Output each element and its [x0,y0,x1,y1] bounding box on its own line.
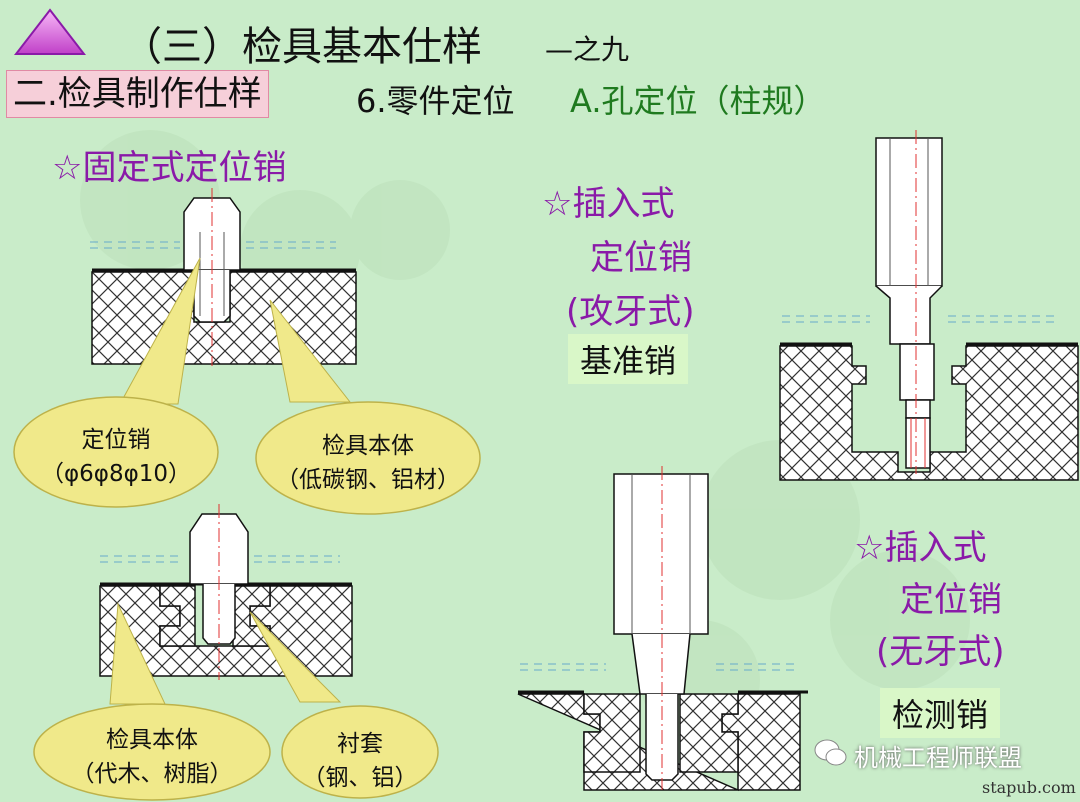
inspection-pin-tag: 检测销 [880,688,1001,738]
page-title-suffix: —之九 [545,33,630,66]
page-title: （三）检具基本仕样 [122,24,482,70]
callout-bushing-line1: 衬套 [337,731,383,757]
triangle-icon [14,8,86,55]
bushing-pin-diagram [33,504,439,801]
watermark-site: stapub.com [982,778,1076,797]
callout-pin-line2: （φ6φ8φ10） [40,461,192,487]
plain-pin-label-line2: 定位销 [900,580,1002,620]
callout-wood-body-line1: 检具本体 [106,727,198,753]
plain-pin-label-line3: (无牙式) [876,632,1005,672]
fixed-pin-label: ☆固定式定位销 [52,148,287,188]
reference-pin-tag: 基准销 [568,334,689,384]
callout-bushing-text: 衬套 （钢、铝） [290,724,430,792]
threaded-pin-label-line2: 定位销 [590,238,692,278]
callout-wood-body-line2: （代木、树脂） [71,761,233,787]
threaded-pin-label-line1: ☆插入式 [542,184,675,224]
method-label: A.孔定位（柱规） [570,82,826,120]
threaded-pin-label-line3: (攻牙式) [566,292,695,332]
watermark-brand: 机械工程师联盟 [854,744,1022,772]
callout-steel-body-text: 检具本体 （低碳钢、铝材） [260,426,476,494]
callout-wood-body-text: 检具本体 （代木、树脂） [40,720,264,788]
plain-pin-label-line1: ☆插入式 [854,528,987,568]
section-label: 二.检具制作仕样 [6,70,269,118]
callout-bushing-line2: （钢、铝） [302,765,418,791]
callout-pin-text: 定位销 （φ6φ8φ10） [20,420,212,488]
wechat-icon [814,739,847,766]
callout-steel-body-line1: 检具本体 [322,433,414,459]
plain-pin-diagram [517,466,808,792]
topic-label: 6.零件定位 [356,82,515,120]
threaded-pin-diagram [779,130,1079,481]
callout-steel-body-line2: （低碳钢、铝材） [276,467,460,493]
callout-pin-line1: 定位销 [81,427,151,453]
fixed-pin-diagram [13,188,481,515]
